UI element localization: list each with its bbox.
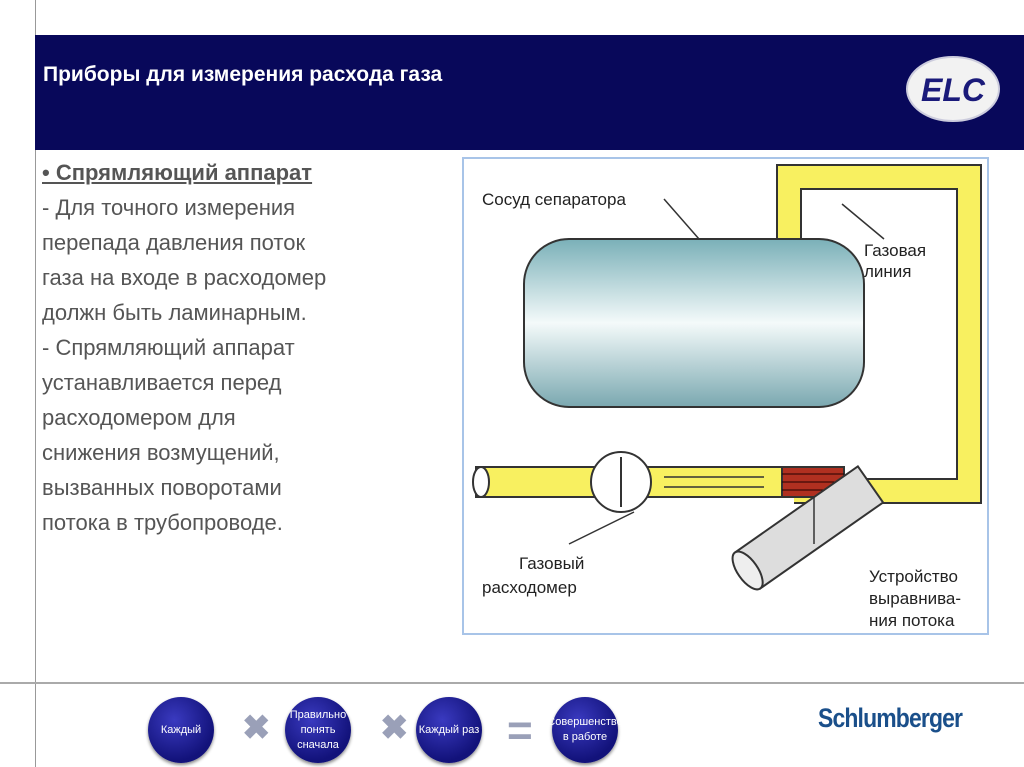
label-gas-line-2: линия (864, 262, 912, 281)
elc-logo: ELC (906, 56, 1000, 122)
footer-rule (0, 682, 1024, 684)
equals-icon: = (507, 706, 533, 755)
text-line: должн быть ламинарным. (42, 300, 307, 325)
separator-vessel (523, 238, 865, 408)
text-line: перепада давления поток (42, 230, 306, 255)
label-straightener-2: выравнива- (869, 589, 961, 608)
text-line: газа на входе в расходомер (42, 265, 327, 290)
label-meter-1: Газовый (519, 554, 584, 573)
label-gas-line-1: Газовая (864, 241, 926, 260)
text-line: потока в трубопроводе. (42, 510, 283, 535)
multiply-icon: ✖ (242, 709, 271, 747)
bullet-heading: • Спрямляющий аппарат (42, 160, 313, 185)
text-line: снижения возмущений, (42, 440, 280, 465)
title-bar: Приборы для измерения расхода газа ELC (35, 35, 1024, 150)
text-line: устанавливается перед (42, 370, 282, 395)
left-rule (35, 0, 36, 767)
text-line: расходомером для (42, 405, 236, 430)
label-separator: Сосуд сепаратора (482, 190, 626, 209)
text-line: вызванных поворотами (42, 475, 282, 500)
svg-text:ELC: ELC (921, 72, 986, 108)
multiply-icon: ✖ (380, 709, 409, 747)
label-straightener-3: ния потока (869, 611, 955, 630)
text-line: - Спрямляющий аппарат (42, 335, 295, 360)
motto-bubble: Правильно понять сначала (285, 697, 351, 763)
straightener-bundle (731, 465, 885, 591)
flow-diagram: Сосуд сепаратора Газовая линия Газовый р… (462, 157, 989, 635)
body-text: • Спрямляющий аппарат - Для точного изме… (42, 155, 442, 540)
schlumberger-logo: Schlumberger (818, 703, 963, 733)
label-meter-2: расходомер (482, 578, 577, 597)
motto-bubble: Каждый (148, 697, 214, 763)
motto-bubble: Каждый раз (416, 697, 482, 763)
label-straightener-1: Устройство (869, 567, 958, 586)
slide-title: Приборы для измерения расхода газа (43, 63, 443, 86)
text-line: - Для точного измерения (42, 195, 296, 220)
motto-bubble: Совершенство в работе (547, 697, 623, 763)
